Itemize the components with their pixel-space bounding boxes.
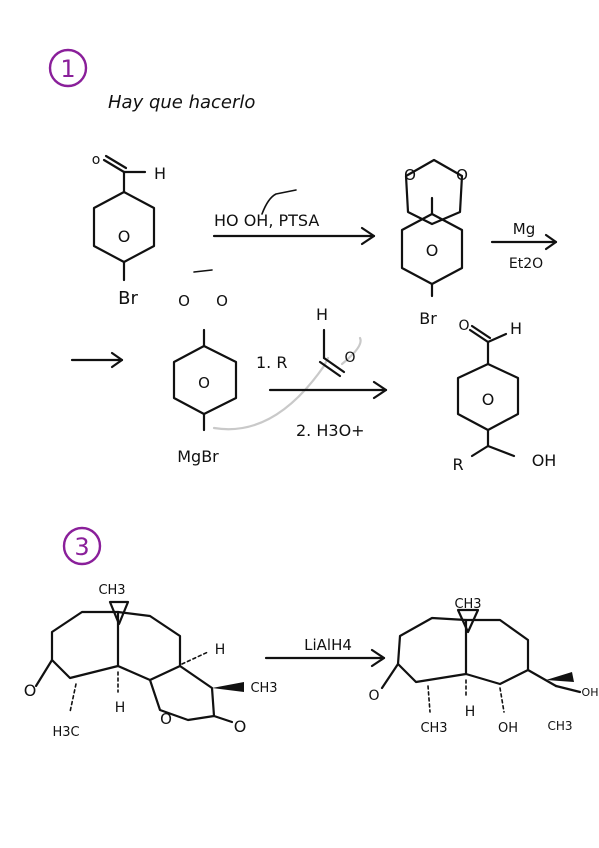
reaction-arrow-2: Mg Et2O xyxy=(490,220,558,272)
svg-text:o: o xyxy=(92,152,101,168)
sm-ch3-right: CH3 xyxy=(250,681,277,696)
sm-ring-label: O xyxy=(118,227,131,246)
scheme-3-reagent: LiAlH4 xyxy=(304,636,352,654)
pr-h-mid: H xyxy=(465,704,476,720)
sm-ch3-left: H3C xyxy=(52,725,79,740)
sm-ch3-top: CH3 xyxy=(98,583,125,598)
pr-ch3-top: CH3 xyxy=(454,597,481,612)
acetal-intermediate: O O O Br xyxy=(400,158,468,328)
section-1-number: 1 xyxy=(48,48,88,88)
section-3-number: 3 xyxy=(62,526,102,566)
acetal-ring-label: O xyxy=(426,241,439,260)
step-1-o: O xyxy=(344,350,355,366)
product-oh: OH xyxy=(532,451,557,470)
section-3-number-text: 3 xyxy=(74,533,89,561)
pr-o-ketone: O xyxy=(368,688,379,704)
sm-o-ketone: O xyxy=(24,681,37,700)
sm-tricyclic-lactone: CH3 O H3C H H O O CH3 xyxy=(24,583,278,740)
section-1-number-text: 1 xyxy=(60,55,75,83)
grignard-o1: O xyxy=(178,292,190,310)
sm-br-label: Br xyxy=(118,288,138,309)
product-h: H xyxy=(510,319,522,338)
pr-ch3-bottom: CH3 xyxy=(420,721,447,736)
sm-h-mid: H xyxy=(115,700,126,716)
grignard-reagent: O O O MgBr xyxy=(172,269,238,466)
grignard-o2: O xyxy=(216,292,228,310)
step-2-label: 2. H3O+ xyxy=(296,421,365,440)
acetal-o1: O xyxy=(404,166,416,184)
grignard-label: MgBr xyxy=(177,447,219,466)
product-o: O xyxy=(458,318,469,334)
pr-oh-bottom: OH xyxy=(498,721,518,736)
note-text: Hay que hacerlo xyxy=(108,92,255,113)
sm-h-right: H xyxy=(215,642,226,658)
sm-o-lactone: O xyxy=(160,710,172,728)
product-1: O O H R OH xyxy=(452,318,556,474)
step-1-label: 1. R xyxy=(256,353,287,372)
reagent-2-bottom: Et2O xyxy=(509,256,543,272)
reaction-arrow-scheme-3: LiAlH4 xyxy=(264,636,386,668)
grignard-ring-label: O xyxy=(198,374,210,392)
reaction-arrow-3: 1. R H O 2. H3O+ xyxy=(212,305,388,440)
sm-bromobenzaldehyde: O o H Br xyxy=(92,152,166,309)
reaction-arrow-1: HO OH, PTSA xyxy=(212,189,376,246)
pr-oh-right: OH xyxy=(582,686,599,699)
continuation-arrow xyxy=(70,351,124,369)
step-1-h: H xyxy=(316,305,328,324)
product-diol: CH3 O CH3 H OH CH3 OH xyxy=(368,597,598,736)
sm-o-carbonyl: O xyxy=(234,717,247,736)
product-ring-label: O xyxy=(482,390,495,409)
acetal-br-label: Br xyxy=(419,309,437,328)
sm-aldehyde-h: H xyxy=(154,164,166,183)
reagent-1-label: HO OH, PTSA xyxy=(214,211,319,230)
reagent-2-top: Mg xyxy=(513,220,535,238)
product-r: R xyxy=(452,455,463,474)
acetal-o2: O xyxy=(456,166,468,184)
pr-ch3-right: CH3 xyxy=(547,719,572,733)
